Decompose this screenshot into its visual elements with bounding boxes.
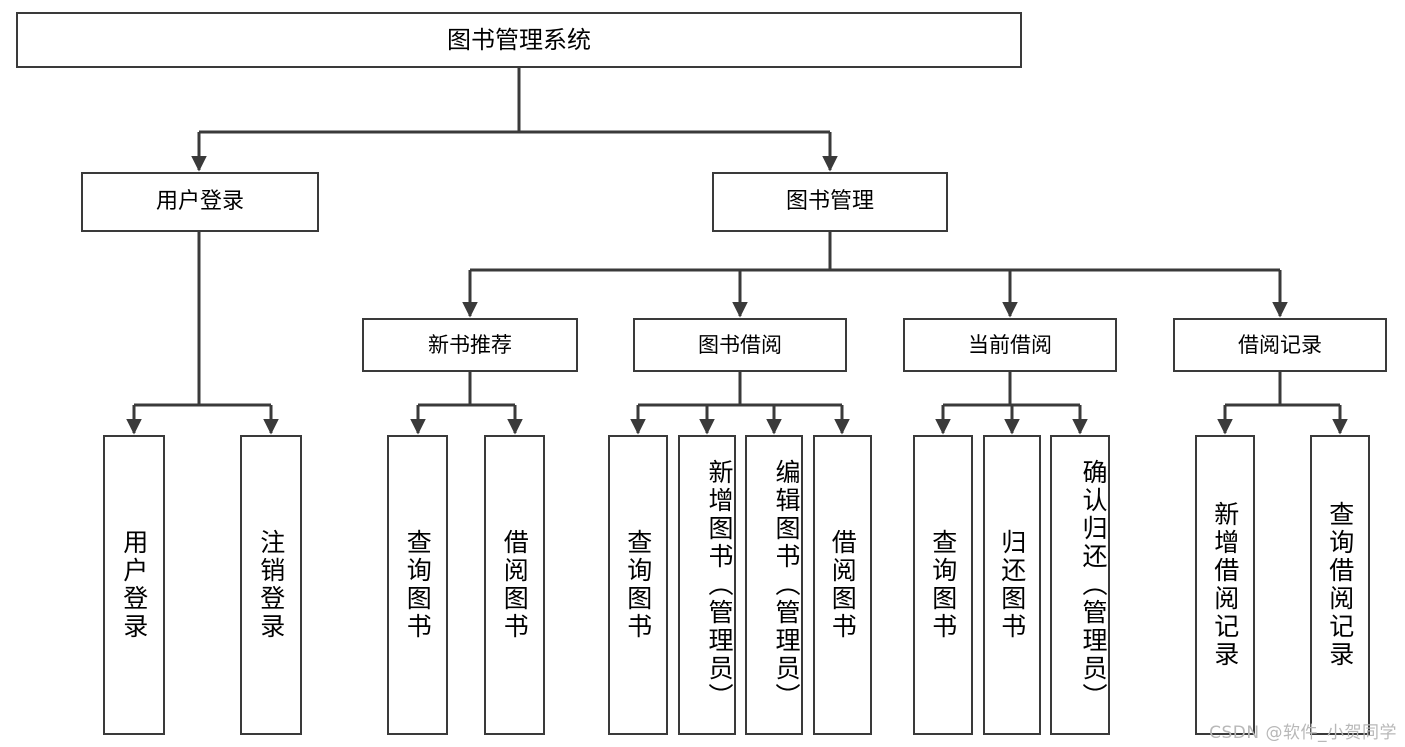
leaf-user-login[interactable]: 用户登录 xyxy=(103,435,165,735)
leaf-logout[interactable]: 注销登录 xyxy=(240,435,302,735)
node-new-book-recommend-label: 新书推荐 xyxy=(428,332,512,357)
leaf-user-login-label: 用户登录 xyxy=(119,529,149,641)
leaf-edit-book-admin[interactable]: 编辑图书（管理员） xyxy=(745,435,803,735)
leaf-edit-book-admin-label: 编辑图书（管理员） xyxy=(772,459,801,711)
node-book-borrow-label: 图书借阅 xyxy=(698,332,782,357)
node-new-book-recommend[interactable]: 新书推荐 xyxy=(362,318,578,372)
node-book-management[interactable]: 图书管理 xyxy=(712,172,948,232)
leaf-add-book-admin-label: 新增图书（管理员） xyxy=(705,459,734,711)
leaf-query-book-current-label: 查询图书 xyxy=(928,529,958,641)
leaf-return-book-label: 归还图书 xyxy=(997,529,1027,641)
leaf-query-book-new[interactable]: 查询图书 xyxy=(387,435,448,735)
node-user-login[interactable]: 用户登录 xyxy=(81,172,319,232)
node-book-management-label: 图书管理 xyxy=(785,189,874,215)
node-borrow-record[interactable]: 借阅记录 xyxy=(1173,318,1387,372)
leaf-borrow-book-label: 借阅图书 xyxy=(828,529,858,641)
node-current-borrow-label: 当前借阅 xyxy=(968,332,1052,357)
leaf-return-book[interactable]: 归还图书 xyxy=(983,435,1041,735)
node-root-label: 图书管理系统 xyxy=(447,25,591,54)
leaf-borrow-book-new-label: 借阅图书 xyxy=(500,529,530,641)
leaf-add-borrow-record[interactable]: 新增借阅记录 xyxy=(1195,435,1255,735)
leaf-query-book-new-label: 查询图书 xyxy=(403,529,433,641)
leaf-confirm-return-admin[interactable]: 确认归还（管理员） xyxy=(1050,435,1110,735)
leaf-query-book-current[interactable]: 查询图书 xyxy=(913,435,973,735)
leaf-query-book-borrow-label: 查询图书 xyxy=(623,529,653,641)
leaf-borrow-book[interactable]: 借阅图书 xyxy=(813,435,872,735)
leaf-query-book-borrow[interactable]: 查询图书 xyxy=(608,435,668,735)
leaf-borrow-book-new[interactable]: 借阅图书 xyxy=(484,435,545,735)
leaf-confirm-return-admin-label: 确认归还（管理员） xyxy=(1079,459,1108,711)
leaf-add-book-admin[interactable]: 新增图书（管理员） xyxy=(678,435,736,735)
node-current-borrow[interactable]: 当前借阅 xyxy=(903,318,1117,372)
leaf-add-borrow-record-label: 新增借阅记录 xyxy=(1210,501,1240,669)
leaf-query-borrow-record[interactable]: 查询借阅记录 xyxy=(1310,435,1370,735)
node-user-login-label: 用户登录 xyxy=(155,189,244,215)
leaf-logout-label: 注销登录 xyxy=(256,529,286,641)
leaf-query-borrow-record-label: 查询借阅记录 xyxy=(1325,501,1355,669)
node-borrow-record-label: 借阅记录 xyxy=(1238,332,1322,357)
node-book-borrow[interactable]: 图书借阅 xyxy=(633,318,847,372)
watermark: CSDN @软件_小贺同学 xyxy=(1209,723,1397,743)
node-root[interactable]: 图书管理系统 xyxy=(16,12,1022,68)
